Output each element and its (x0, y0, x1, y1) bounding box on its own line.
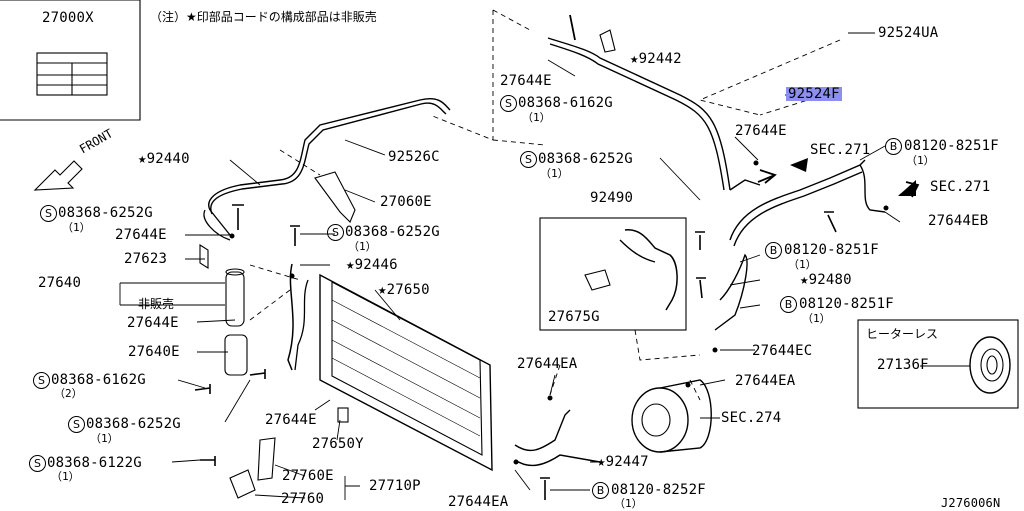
qty-label: （1） (90, 432, 119, 445)
part-92442[interactable]: ★92442 (630, 51, 682, 67)
bushing-27650Y (337, 407, 349, 423)
part-27644EB[interactable]: 27644EB (928, 213, 989, 229)
qty-label: （1） (906, 154, 935, 167)
part-27644E-left[interactable]: 27644E (115, 227, 167, 243)
bracket-27640E (224, 334, 248, 376)
sec-271-a[interactable]: SEC.271 (810, 142, 871, 158)
part-27623[interactable]: 27623 (124, 251, 168, 267)
hose-92446 (287, 263, 294, 371)
pipe-sec271 (729, 159, 866, 241)
part-27710P[interactable]: 27710P (369, 478, 421, 494)
part-27760E[interactable]: 27760E (282, 468, 334, 484)
part-92447[interactable]: ★92447 (597, 454, 649, 470)
note-text: （注）★印部品コードの構成部品は非販売 (150, 10, 377, 24)
sec-271-b[interactable]: SEC.271 (930, 179, 991, 195)
b-bolt-icon: B (885, 138, 902, 155)
s-bolt-icon: S (68, 416, 85, 433)
part-92526C[interactable]: 92526C (388, 149, 440, 165)
part-92490[interactable]: 92490 (590, 190, 634, 206)
b-bolt-icon: B (780, 296, 797, 313)
bracket-27760E (257, 437, 276, 481)
part-08368-6162G-b[interactable]: 08368-6162G (51, 372, 146, 388)
part-08368-6162G-top[interactable]: 08368-6162G (518, 95, 613, 111)
bracket-27060E (314, 171, 356, 223)
b-bolt-icon: B (592, 482, 609, 499)
qty-label: （1） (802, 312, 831, 325)
part-08120-8252F[interactable]: 08120-8252F (611, 482, 706, 498)
qty-label: （1） (614, 497, 643, 510)
sub-assembly-92490-frame (539, 217, 687, 331)
pipe-92480 (714, 253, 748, 331)
compressor-sec274 (631, 387, 689, 453)
part-27644E-c[interactable]: 27644E (265, 412, 317, 428)
index-frame (0, 0, 141, 121)
part-08120-8251F-c[interactable]: 08120-8251F (799, 296, 894, 312)
part-92524F[interactable]: 92524F (786, 86, 842, 102)
s-bolt-icon: S (327, 224, 344, 241)
part-92480[interactable]: ★92480 (800, 272, 852, 288)
receiver-drier (225, 271, 245, 327)
part-92446[interactable]: ★92446 (346, 257, 398, 273)
part-27760[interactable]: 27760 (281, 491, 325, 507)
s-bolt-icon: S (500, 95, 517, 112)
qty-label: （1） (348, 240, 377, 253)
qty-label: （1） (788, 258, 817, 271)
part-27136F[interactable]: 27136F (877, 357, 929, 373)
part-27644EA-c[interactable]: 27644EA (448, 494, 509, 510)
part-27644E-top[interactable]: 27644E (500, 73, 552, 89)
s-bolt-icon: S (29, 455, 46, 472)
part-92440[interactable]: ★92440 (138, 151, 190, 167)
part-08120-8251F-b[interactable]: 08120-8251F (784, 242, 879, 258)
part-27060E[interactable]: 27060E (380, 194, 432, 210)
heater-less-label: ヒーターレス (866, 327, 939, 341)
front-arrow-icon (33, 160, 83, 191)
part-08368-6122G[interactable]: 08368-6122G (47, 455, 142, 471)
s-bolt-icon: S (40, 205, 57, 222)
part-27644EA-a[interactable]: 27644EA (517, 356, 578, 372)
qty-label: （1） (540, 167, 569, 180)
part-27640E[interactable]: 27640E (128, 344, 180, 360)
part-27644E-right[interactable]: 27644E (735, 123, 787, 139)
sensor-27623 (199, 244, 209, 269)
qty-label: （1） (522, 111, 551, 124)
pipe-92442 (547, 37, 731, 191)
qty-label: （1） (62, 221, 91, 234)
pipe-92440 (208, 98, 451, 211)
grommet-27136F (969, 336, 1011, 394)
arrow-sec271-a-icon (757, 169, 777, 184)
part-08120-8251F-a[interactable]: 08120-8251F (904, 138, 999, 154)
not-sold-label: 非販売 (138, 297, 175, 311)
part-08368-6252G-a[interactable]: 08368-6252G (58, 205, 153, 221)
part-27650Y[interactable]: 27650Y (312, 436, 364, 452)
qty-label: （1） (51, 470, 80, 483)
s-bolt-icon: S (520, 151, 537, 168)
s-bolt-icon: S (33, 372, 50, 389)
part-08368-6252G-c[interactable]: 08368-6252G (86, 416, 181, 432)
part-92524UA[interactable]: 92524UA (878, 25, 939, 41)
diagram-code: J276006N (941, 496, 1001, 510)
sec-274[interactable]: SEC.274 (721, 410, 782, 426)
bracket-27760 (229, 469, 256, 499)
pipe-92447 (514, 409, 571, 452)
part-27675G[interactable]: 27675G (548, 309, 600, 325)
part-27650[interactable]: ★27650 (378, 282, 430, 298)
part-08368-6252G-d[interactable]: 08368-6252G (538, 151, 633, 167)
part-27640[interactable]: 27640 (38, 275, 82, 291)
index-part-number[interactable]: 27000X (42, 10, 94, 26)
part-27644EA-b[interactable]: 27644EA (735, 373, 796, 389)
part-08368-6252G-b[interactable]: 08368-6252G (345, 224, 440, 240)
heater-less-box (857, 319, 1019, 409)
b-bolt-icon: B (765, 242, 782, 259)
part-27644EC[interactable]: 27644EC (752, 343, 813, 359)
part-27644E-b[interactable]: 27644E (127, 315, 179, 331)
qty-label: （2） (54, 387, 83, 400)
